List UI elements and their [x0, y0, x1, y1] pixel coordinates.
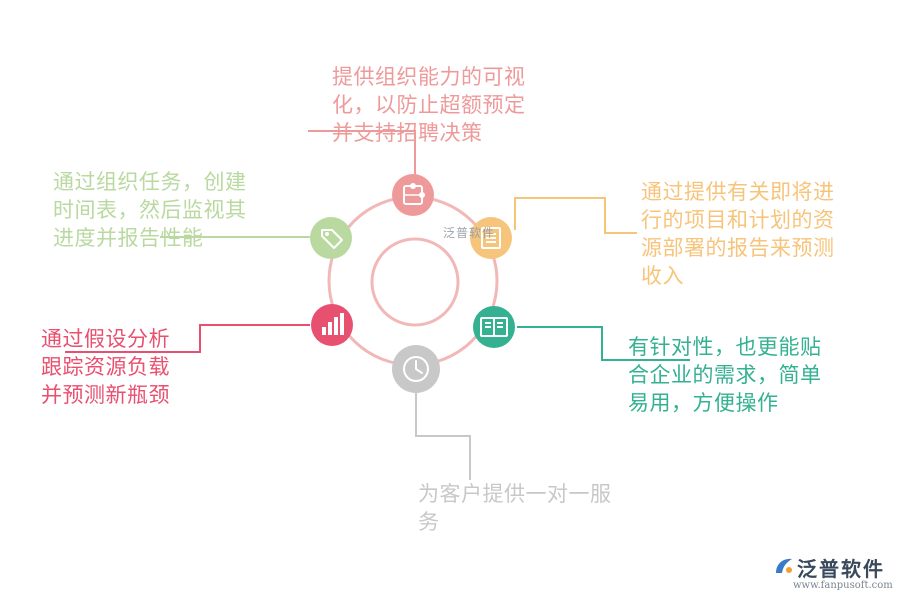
node-ml: [311, 304, 353, 346]
tag-icon: [321, 229, 343, 249]
brand-url: www.fanpusoft.com: [793, 580, 893, 591]
node-top: [392, 174, 434, 216]
document-icon: [481, 227, 501, 249]
connector-mr: [517, 326, 690, 361]
label-top: 提供组织能力的可视 化，以防止超额预定 并支持招聘决策: [332, 65, 526, 145]
label-bottom: 为客户提供一对一服 务: [418, 482, 612, 534]
connector-top: [308, 130, 416, 178]
bar-chart-icon: [322, 313, 344, 335]
label-tl: 通过组织任务，创建 时间表，然后监视其 进度并报告性能: [53, 170, 247, 250]
connector-tr: [514, 197, 637, 234]
brand-name: 泛普软件: [797, 557, 885, 581]
node-tr: [470, 217, 512, 259]
inner-ring: [370, 237, 460, 327]
label-mr: 有针对性，也更能贴 合企业的需求，简单 易用，方便操作: [628, 335, 822, 415]
brand-mark-icon: [776, 558, 792, 573]
node-bottom: [392, 345, 440, 393]
connector-ml: [65, 324, 310, 353]
connector-bottom: [415, 393, 471, 480]
puzzle-icon: [403, 183, 425, 205]
node-tl: [310, 217, 352, 259]
book-icon: [480, 317, 508, 337]
node-mr: [473, 306, 515, 348]
clock-icon: [403, 356, 429, 382]
center-watermark: 泛普软件: [443, 226, 496, 240]
label-tr: 通过提供有关即将进 行的项目和计划的资 源部署的报告来预测 收入: [641, 180, 835, 288]
label-ml: 通过假设分析 跟踪资源负载 并预测新瓶颈: [41, 327, 170, 407]
outer-ring: [327, 195, 499, 367]
